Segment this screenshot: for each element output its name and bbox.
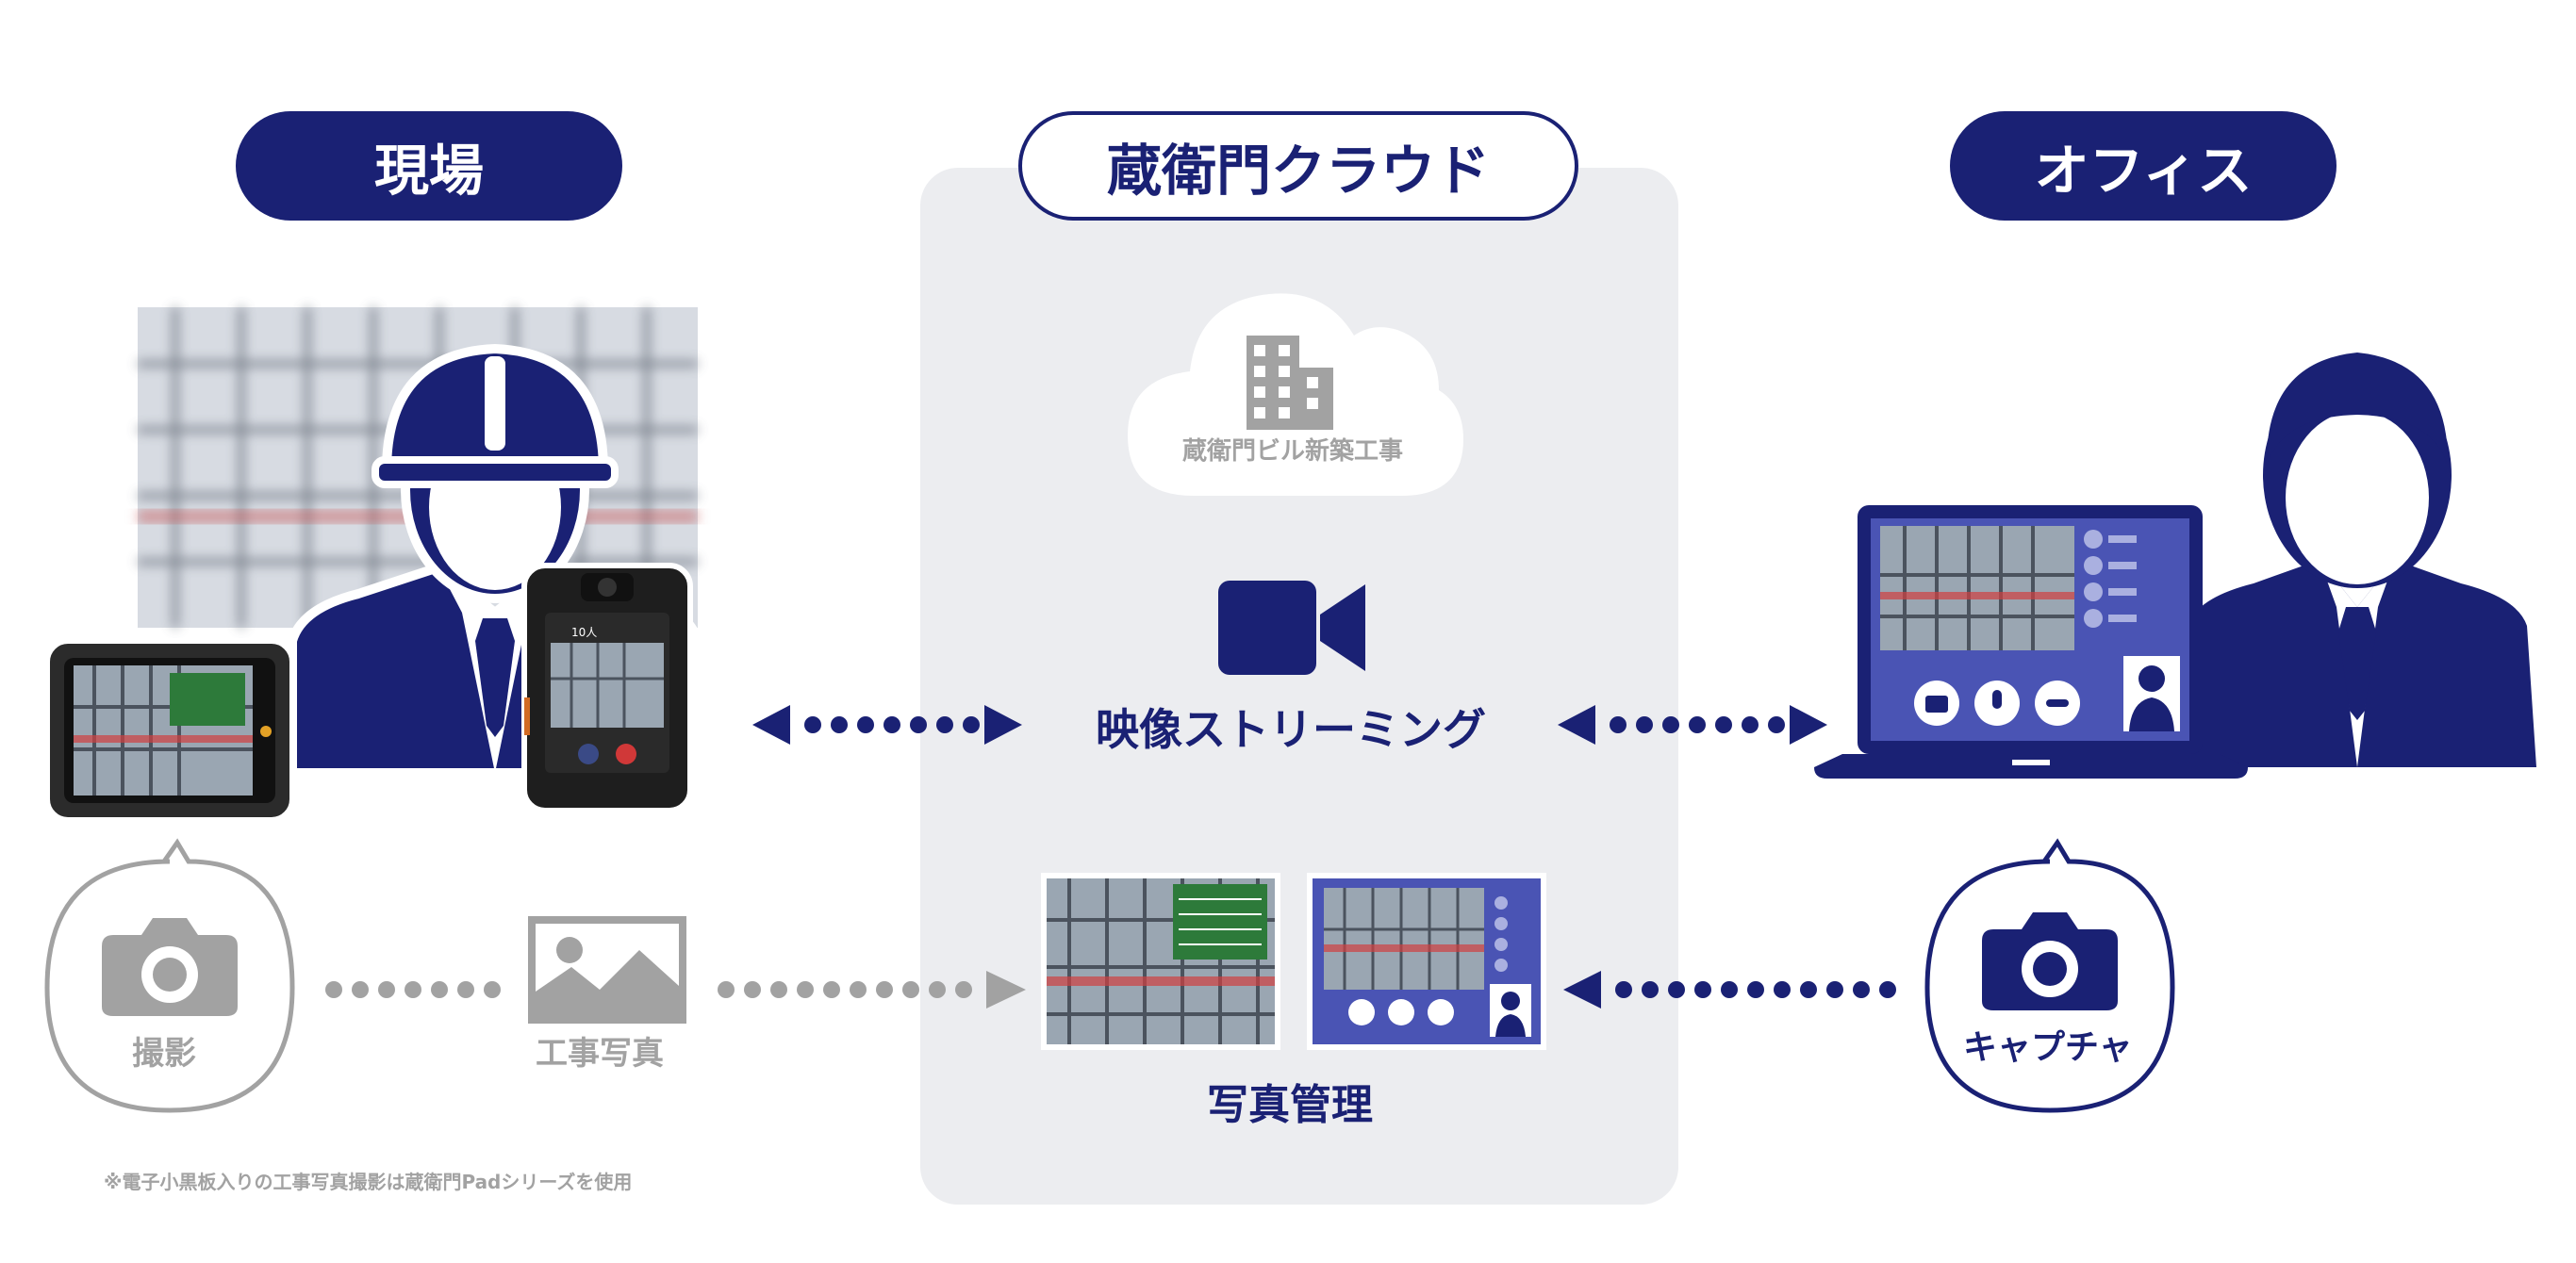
cloud-project-label: 蔵衛門ビル新築工事 — [1182, 437, 1404, 466]
cloud-header: 蔵衛門クラウド — [1018, 111, 1578, 221]
office-header: オフィス — [1950, 111, 2337, 221]
dotted-connector-gray-1 — [325, 981, 501, 998]
shoot-label: 撮影 — [132, 1035, 196, 1073]
office-laptop — [1814, 505, 2248, 779]
footnote: ※電子小黒板入りの工事写真撮影は蔵衛門Padシリーズを使用 — [104, 1171, 633, 1193]
camera-icon-navy — [1982, 912, 2118, 1010]
dotted-connector-gray-2 — [718, 971, 1026, 1009]
video-camera-icon — [1218, 581, 1365, 675]
camera-icon-gray — [102, 918, 238, 1016]
photo-icon-gray — [528, 916, 686, 1024]
captured-screen-thumbnail — [1307, 873, 1546, 1050]
photo-label: 工事写真 — [536, 1035, 664, 1073]
office-worker-icon — [2178, 353, 2536, 767]
managed-photo-thumbnail — [1041, 873, 1280, 1050]
capture-label: キャプチャ — [1963, 1028, 2133, 1067]
site-header: 現場 — [236, 111, 622, 221]
building-icon — [1247, 336, 1333, 430]
phone-participant-count: 10人 — [571, 626, 598, 639]
rugged-tablet-device — [44, 638, 295, 823]
streaming-connector-left — [752, 705, 1022, 745]
capture-connector — [1563, 971, 1896, 1009]
streaming-label: 映像ストリーミング — [1096, 704, 1486, 755]
streaming-connector-right — [1558, 705, 1827, 745]
photo-management-label: 写真管理 — [1207, 1081, 1373, 1129]
wearable-camera-phone — [521, 563, 693, 813]
